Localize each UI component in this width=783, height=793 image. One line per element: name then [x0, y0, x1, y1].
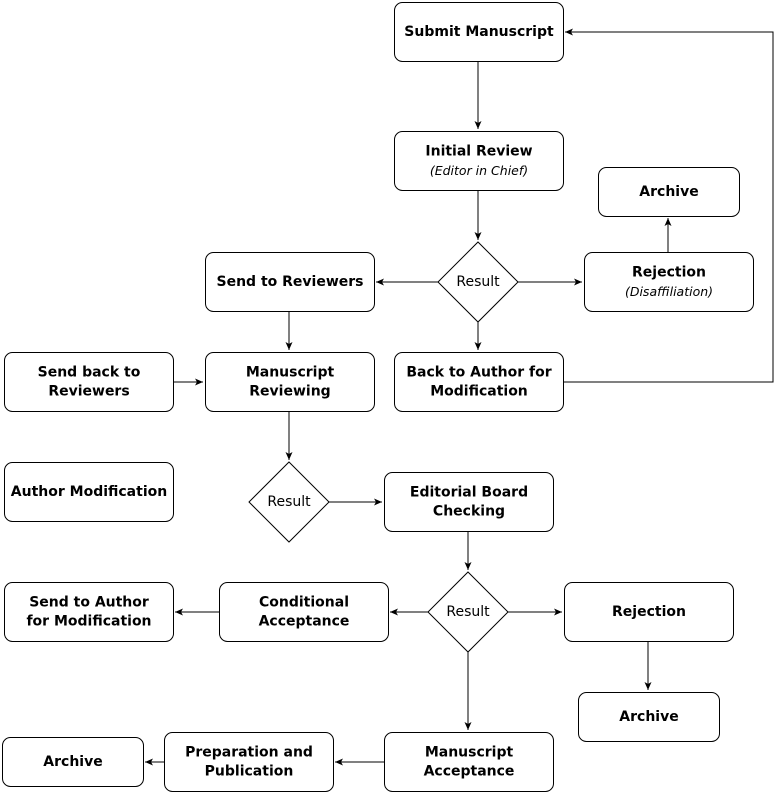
result-decision-1-label: Result — [456, 274, 500, 290]
result-decision-3-label: Result — [446, 604, 490, 620]
back-to-author-box-shape — [394, 352, 564, 412]
author-modification-box: Author Modification — [4, 462, 174, 522]
back-to-author-box-label: Modification — [430, 384, 528, 400]
send-back-to-reviewers-box: Send back to Reviewers — [4, 352, 174, 412]
manuscript-acceptance-box-label: Acceptance — [424, 764, 515, 780]
send-to-author-box: Send to Author for Modification — [4, 582, 174, 642]
initial-review-box: Initial Review (Editor in Chief) — [394, 131, 564, 191]
rejection-bottom-box-label: Rejection — [612, 604, 686, 620]
rejection-bottom-box: Rejection — [564, 582, 734, 642]
edges — [145, 28, 774, 766]
result-decision-3: Result — [427, 571, 509, 653]
archive-top-box-label: Archive — [639, 184, 698, 200]
send-to-author-box-label: Send to Author — [29, 595, 149, 611]
preparation-publication-box-shape — [164, 732, 334, 792]
manuscript-reviewing-box-label: Reviewing — [249, 384, 330, 400]
author-modification-box-label: Author Modification — [11, 484, 167, 500]
archive-mid-box: Archive — [578, 692, 720, 742]
initial-review-box-label: Initial Review — [425, 144, 532, 160]
preparation-publication-box-label: Preparation and — [185, 745, 313, 761]
rejection-top-box: Rejection (Disaffiliation) — [584, 252, 754, 312]
preparation-publication-box-label: Publication — [205, 764, 294, 780]
result-decision-2-shape — [248, 461, 330, 543]
back-to-author-box-label: Back to Author for — [406, 365, 551, 381]
edge-back-to-author-to-submit — [563, 28, 774, 383]
archive-top-box: Archive — [598, 167, 740, 217]
archive-mid-box-label: Archive — [619, 709, 678, 725]
initial-review-box-shape — [394, 131, 564, 191]
manuscript-reviewing-box-label: Manuscript — [246, 365, 335, 381]
send-to-reviewers-box-label: Send to Reviewers — [217, 274, 364, 290]
submit-manuscript-box-label: Submit Manuscript — [404, 24, 554, 40]
editorial-board-checking-box-label: Editorial Board — [410, 485, 528, 501]
send-to-reviewers-box: Send to Reviewers — [205, 252, 375, 312]
manuscript-acceptance-box-label: Manuscript — [425, 745, 514, 761]
result-decision-3-shape — [427, 571, 509, 653]
initial-review-box-label: (Editor in Chief) — [430, 163, 528, 178]
rejection-top-box-label: (Disaffiliation) — [625, 284, 713, 299]
conditional-acceptance-box-label: Conditional — [259, 595, 349, 611]
result-decision-2: Result — [248, 461, 330, 543]
submit-manuscript-box-shape — [394, 2, 564, 62]
send-back-to-reviewers-box-label: Reviewers — [48, 384, 129, 400]
conditional-acceptance-box-shape — [219, 582, 389, 642]
rejection-bottom-box-shape — [564, 582, 734, 642]
conditional-acceptance-box-label: Acceptance — [259, 614, 350, 630]
send-to-author-box-shape — [4, 582, 174, 642]
send-back-to-reviewers-box-label: Send back to — [38, 365, 141, 381]
author-modification-box-shape — [4, 462, 174, 522]
manuscript-reviewing-box-shape — [205, 352, 375, 412]
archive-mid-box-shape — [578, 692, 720, 742]
send-to-author-box-label: for Modification — [26, 614, 151, 630]
archive-top-box-shape — [598, 167, 740, 217]
result-decision-2-label: Result — [267, 494, 311, 510]
submit-manuscript-box: Submit Manuscript — [394, 2, 564, 62]
rejection-top-box-label: Rejection — [632, 265, 706, 281]
send-back-to-reviewers-box-shape — [4, 352, 174, 412]
result-decision-1-shape — [437, 241, 519, 323]
send-to-reviewers-box-shape — [205, 252, 375, 312]
rejection-top-box-shape — [584, 252, 754, 312]
result-decision-1: Result — [437, 241, 519, 323]
editorial-board-checking-box-shape — [384, 472, 554, 532]
archive-bottom-box-shape — [2, 737, 144, 787]
editorial-board-checking-box-label: Checking — [433, 504, 505, 520]
archive-bottom-box-label: Archive — [43, 754, 102, 770]
manuscript-acceptance-box-shape — [384, 732, 554, 792]
archive-bottom-box: Archive — [2, 737, 144, 787]
